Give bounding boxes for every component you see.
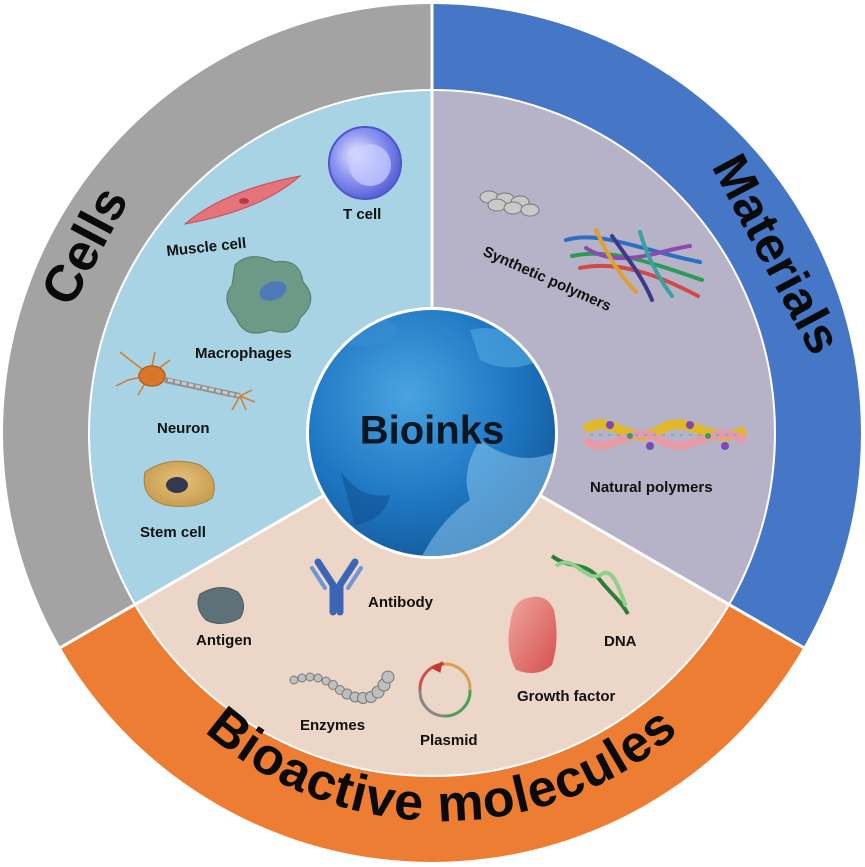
macrophages-label: Macrophages xyxy=(195,345,292,362)
dna-icon xyxy=(550,554,630,616)
antibody-label: Antibody xyxy=(368,594,434,611)
stem-cell-label: Stem cell xyxy=(140,524,206,541)
growth-factor-label: Growth factor xyxy=(517,688,615,705)
plasmid-icon xyxy=(418,660,472,718)
antigen-label: Antigen xyxy=(196,632,252,649)
panel-border xyxy=(88,89,776,777)
synthetic-polymers-particles-icon xyxy=(479,190,540,217)
plasmid-label: Plasmid xyxy=(420,732,478,749)
macrophage-icon xyxy=(226,256,312,334)
enzymes-icon xyxy=(289,670,395,704)
growth-factor-icon xyxy=(508,596,557,674)
t-cell-icon xyxy=(328,126,402,200)
synthetic-polymers-fibers-icon xyxy=(564,228,704,302)
center-label: Bioinks xyxy=(360,409,504,453)
muscle-cell-icon xyxy=(183,175,302,225)
antibody-icon xyxy=(310,558,363,616)
natural-polymers-label: Natural polymers xyxy=(590,479,713,496)
neuron-label: Neuron xyxy=(157,420,210,437)
neuron-icon xyxy=(115,351,256,411)
antigen-icon xyxy=(197,587,244,624)
natural-polymers-icon xyxy=(581,419,748,450)
dna-label: DNA xyxy=(604,633,637,650)
t-cell-label: T cell xyxy=(343,206,381,223)
stem-cell-icon xyxy=(143,460,215,507)
bioactive-panel xyxy=(135,433,729,776)
enzymes-label: Enzymes xyxy=(300,717,365,734)
